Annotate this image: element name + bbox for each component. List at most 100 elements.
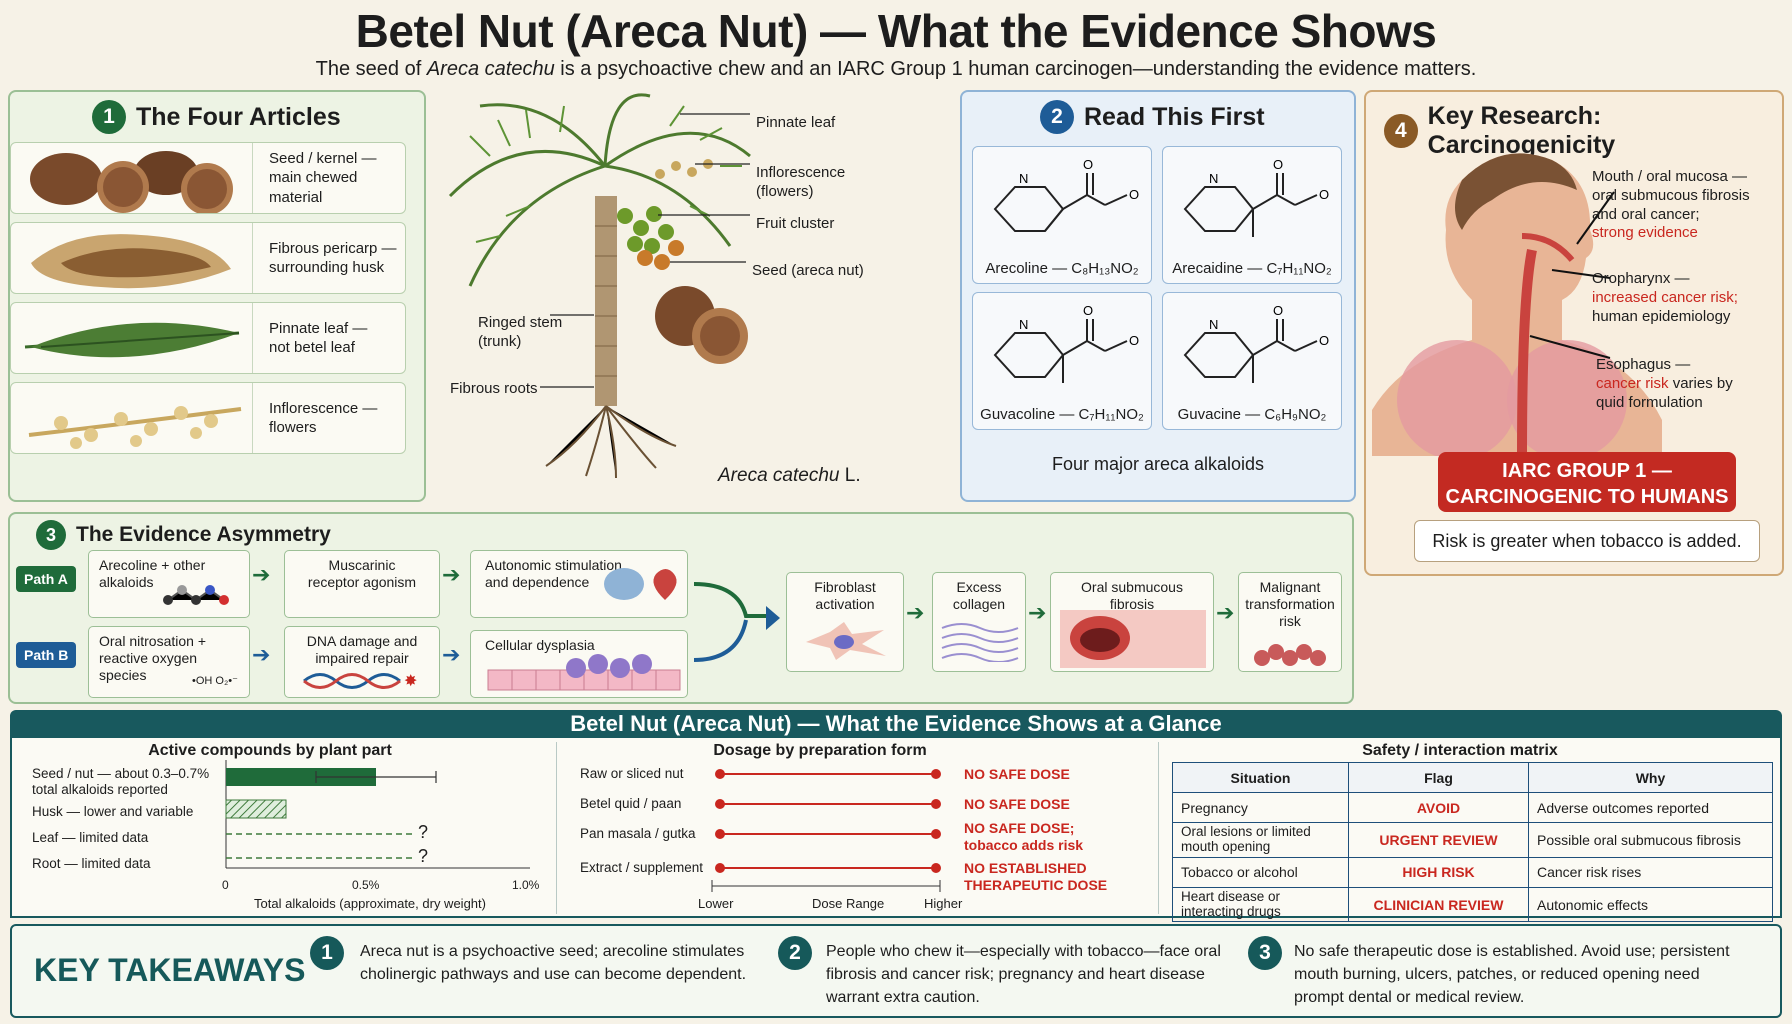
iarc-badge: IARC GROUP 1 — CARCINOGENIC TO HUMANS xyxy=(1438,452,1736,512)
research-note: Risk is greater when tobacco is added. xyxy=(1414,520,1760,562)
box-muscarinic: Muscarinic receptor agonism xyxy=(284,550,440,618)
tree-label-fruit: Fruit cluster xyxy=(756,215,835,232)
structure-arecaidine: N O O Arecaidine — C₇H₁₁NO₂ xyxy=(1162,146,1342,284)
takeaway-1-text: Areca nut is a psychoactive seed; arecol… xyxy=(360,943,747,984)
matrix-header-flag: Flag xyxy=(1348,762,1529,793)
leaf-unknown-mark: ? xyxy=(418,822,429,842)
articles-header: 1 The Four Articles xyxy=(92,100,341,134)
matrix-cell-why: Autonomic effects xyxy=(1528,886,1773,923)
arrow-a1: ➔ xyxy=(252,562,271,587)
matrix-cell-situation: Tobacco or alcohol xyxy=(1172,856,1349,888)
matrix-cell-why: Possible oral submucous fibrosis xyxy=(1528,822,1773,858)
safety-matrix: Situation Flag Why Pregnancy AVOID Adver… xyxy=(1172,762,1773,923)
matrix-cell-situation: Pregnancy xyxy=(1172,792,1349,823)
dosage-chart xyxy=(711,769,941,892)
guvacoline-caption: Guvacoline — C₇H₁₁NO₂ xyxy=(980,406,1144,423)
tick-05: 0.5% xyxy=(352,878,380,892)
svg-text:N: N xyxy=(1209,171,1218,186)
molecule-icon xyxy=(163,585,229,605)
collagen-icon xyxy=(941,623,1019,662)
arrow-c3: ➔ xyxy=(1216,600,1235,625)
page-title: Betel Nut (Areca Nut) — What the Evidenc… xyxy=(355,5,1437,57)
arrow-b1: ➔ xyxy=(252,642,271,667)
table-row: Tobacco or alcohol HIGH RISK Cancer risk… xyxy=(1172,856,1773,888)
arecaidine-caption: Arecaidine — C₇H₁₁NO₂ xyxy=(1172,260,1332,277)
tree-label-leaf: Pinnate leaf xyxy=(756,114,836,131)
matrix-cell-why: Adverse outcomes reported xyxy=(1528,792,1773,823)
path-b-tag: Path B xyxy=(16,642,77,668)
matrix-cell-situation: Oral lesions or limited mouth opening xyxy=(1172,822,1349,858)
ros-label: •OH O₂•⁻ xyxy=(192,675,238,687)
arrow-a2: ➔ xyxy=(442,562,461,587)
leaf-image xyxy=(11,303,253,373)
tree-species: Areca catechu L. xyxy=(718,465,861,486)
seed-image xyxy=(11,143,253,213)
read-first-header: 2 Read This First xyxy=(1040,100,1265,134)
tick-0: 0 xyxy=(222,878,229,892)
article-inflorescence: Inflorescence — flowers xyxy=(10,382,406,454)
takeaway-3-text: No safe therapeutic dose is established.… xyxy=(1294,943,1730,1007)
dosage-result-extract: NO ESTABLISHED THERAPEUTIC DOSE xyxy=(964,860,1108,893)
svg-text:O: O xyxy=(1273,303,1283,318)
dose-axis-high: Higher xyxy=(924,896,963,911)
box-autonomic: Autonomic stimulation and dependence xyxy=(470,550,688,618)
areca-palm-illustration xyxy=(448,93,751,479)
svg-text:O: O xyxy=(1129,333,1139,348)
svg-text:N: N xyxy=(1019,317,1028,332)
research-header: 4 Key Research: Carcinogenicity xyxy=(1384,102,1792,160)
tree-label-stem: Ringed stem (trunk) xyxy=(478,314,563,350)
table-row: Heart disease or interacting drugs CLINI… xyxy=(1172,886,1773,923)
svg-text:O: O xyxy=(1319,187,1329,202)
tick-10: 1.0% xyxy=(512,878,540,892)
matrix-cell-situation: Heart disease or interacting drugs xyxy=(1172,886,1349,923)
takeaways-panel xyxy=(10,924,1782,1018)
svg-text:O: O xyxy=(1273,157,1283,172)
svg-text:O: O xyxy=(1083,303,1093,318)
svg-text:N: N xyxy=(1209,317,1218,332)
article-husk: Fibrous pericarp — surrounding husk xyxy=(10,222,406,294)
table-row: Oral lesions or limited mouth opening UR… xyxy=(1172,822,1773,858)
article-husk-label: Fibrous pericarp — surrounding husk xyxy=(269,239,397,277)
dosage-row-gutka: Pan masala / gutka xyxy=(580,826,696,841)
dosage-row-raw: Raw or sliced nut xyxy=(580,766,684,781)
matrix-cell-why: Cancer risk rises xyxy=(1528,856,1773,888)
takeaway-2-text: People who chew it—especially with tobac… xyxy=(826,943,1221,1007)
article-seed: Seed / kernel — main chewed material xyxy=(10,142,406,214)
bar-husk xyxy=(225,799,287,819)
guvacine-caption: Guvacine — C₆H₉NO₂ xyxy=(1177,406,1327,423)
tree-label-seed: Seed (areca nut) xyxy=(752,262,864,279)
dosage-result-raw: NO SAFE DOSE xyxy=(964,766,1070,782)
article-leaf-label: Pinnate leaf — not betel leaf xyxy=(269,319,368,357)
compound-row-root: Root — limited data xyxy=(32,856,151,871)
asymmetry-header: 3 The Evidence Asymmetry xyxy=(36,520,331,550)
arrow-c1: ➔ xyxy=(906,600,925,625)
dosage-result-quid: NO SAFE DOSE xyxy=(964,796,1070,812)
article-inflorescence-label: Inflorescence — flowers xyxy=(269,399,378,437)
takeaway-2-number: 2 xyxy=(778,936,812,970)
page-subtitle: The seed of Areca catechu is a psychoact… xyxy=(315,58,1477,80)
matrix-header-row: Situation Flag Why xyxy=(1172,762,1773,793)
dose-axis-mid: Dose Range xyxy=(812,896,885,911)
research-callout-mouth: Mouth / oral mucosa — oral submucous fib… xyxy=(1592,168,1750,242)
matrix-header-situation: Situation xyxy=(1172,762,1349,793)
tumor-icon xyxy=(1254,644,1326,666)
research-callout-esophagus: Esophagus — cancer risk varies by quid f… xyxy=(1596,356,1733,411)
root-unknown-mark: ? xyxy=(418,846,429,866)
anatomy-illustration xyxy=(1372,153,1662,456)
table-row: Pregnancy AVOID Adverse outcomes reporte… xyxy=(1172,792,1773,823)
structure-guvacine: N O O Guvacine — C₆H₉NO₂ xyxy=(1162,292,1342,430)
article-seed-label: Seed / kernel — main chewed material xyxy=(269,149,377,206)
arrow-c2: ➔ xyxy=(1028,600,1047,625)
research-number: 4 xyxy=(1384,114,1418,148)
brain-heart-icon xyxy=(604,568,677,600)
dose-axis-low: Lower xyxy=(698,896,734,911)
dosage-title: Dosage by preparation form xyxy=(713,742,927,759)
husk-image xyxy=(11,223,253,293)
alkaloids-caption: Four major areca alkaloids xyxy=(1051,454,1265,474)
svg-text:O: O xyxy=(1319,333,1329,348)
research-title: Key Research: Carcinogenicity xyxy=(1427,102,1616,159)
dosage-result-gutka: NO SAFE DOSE; tobacco adds risk xyxy=(964,820,1084,853)
articles-title: The Four Articles xyxy=(136,102,341,131)
inflorescence-image xyxy=(11,383,253,453)
articles-number: 1 xyxy=(92,100,126,134)
